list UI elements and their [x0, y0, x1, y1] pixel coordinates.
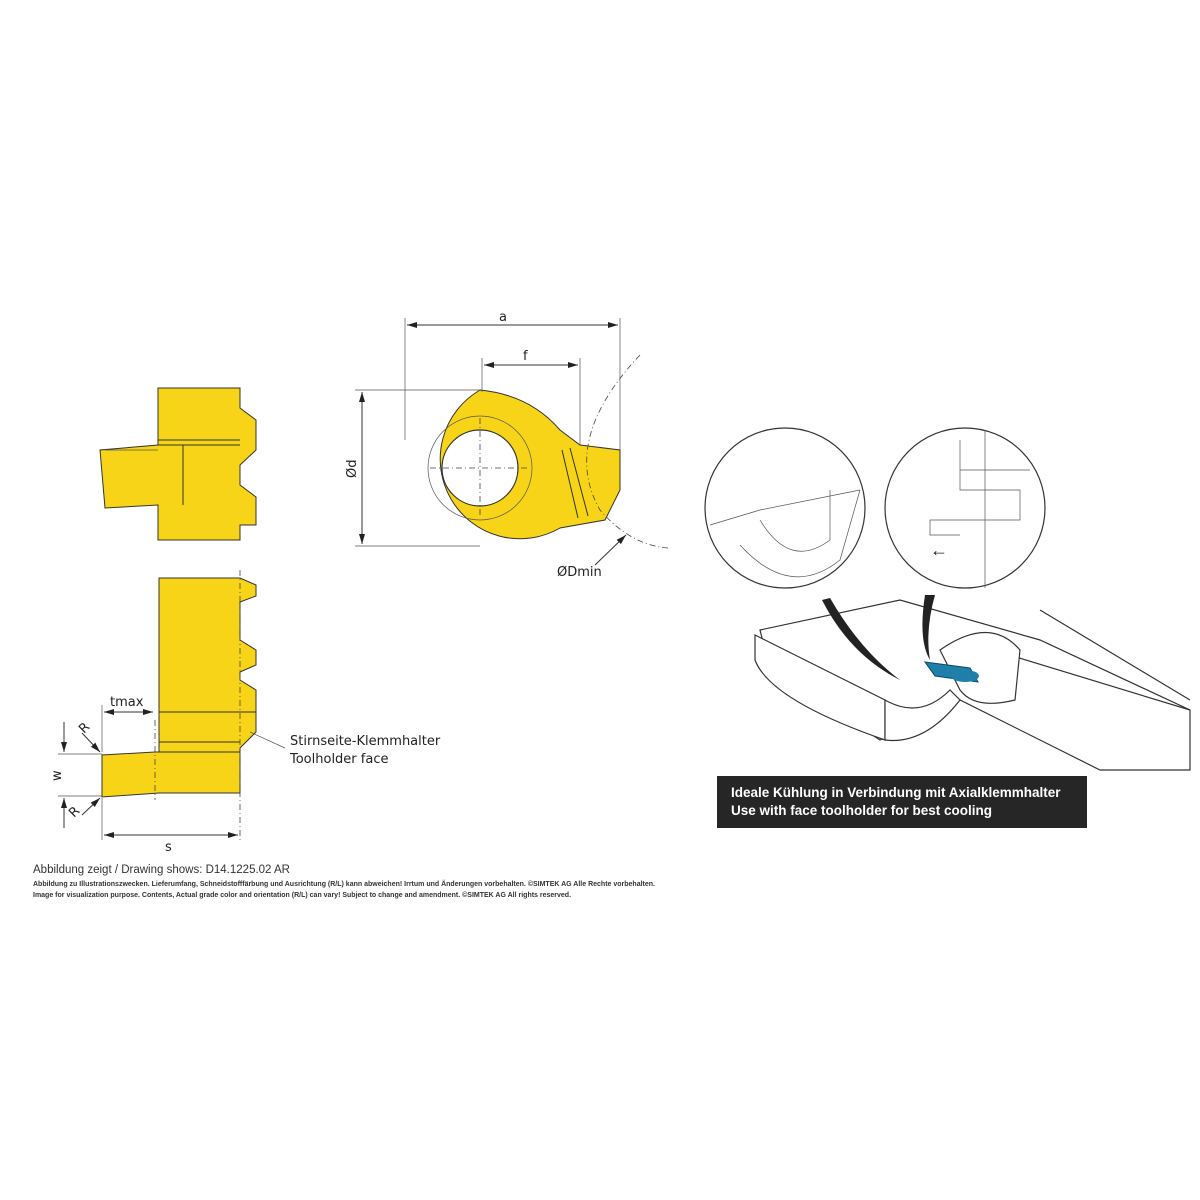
- application-illustration: ←: [704, 427, 1191, 771]
- dimension-dmin-label: ØDmin: [557, 565, 602, 580]
- insert-top-view: tmax w R R s Stirnseite-Klemmhalter Tool…: [50, 570, 441, 855]
- banner-line-de: Ideale Kühlung in Verbindung mit Axialkl…: [731, 785, 1061, 800]
- radius-bottom-label: R: [66, 804, 83, 821]
- disclaimer: Abbildung zu Illustrationszwecken. Liefe…: [33, 879, 655, 901]
- disclaimer-en: Image for visualization purpose. Content…: [33, 892, 572, 899]
- banner-line-en: Use with face toolholder for best coolin…: [731, 803, 993, 818]
- arrow-left-icon: ←: [930, 540, 948, 560]
- detail-circle-left: [704, 427, 866, 589]
- drawing-shows-caption: Abbildung zeigt / Drawing shows: D14.122…: [33, 864, 290, 876]
- disclaimer-de: Abbildung zu Illustrationszwecken. Liefe…: [33, 881, 655, 888]
- detail-circle-right: [884, 427, 1046, 589]
- insert-front-view: a f Ød ØDmin: [345, 310, 669, 580]
- dimension-a-label: a: [499, 310, 507, 325]
- cooling-banner: Ideale Kühlung in Verbindung mit Axialkl…: [717, 776, 1087, 828]
- toolholder-face-label-en: Toolholder face: [289, 752, 388, 767]
- dimension-tmax-label: tmax: [110, 695, 144, 710]
- dimension-w-label: w: [50, 770, 65, 781]
- toolholder-face-label-de: Stirnseite-Klemmhalter: [290, 734, 441, 749]
- dimension-s-label: s: [165, 840, 172, 855]
- radius-top-label: R: [76, 720, 93, 737]
- insert-side-view: [99, 387, 257, 541]
- dimension-d-label: Ød: [345, 460, 360, 478]
- dimension-f-label: f: [523, 349, 528, 364]
